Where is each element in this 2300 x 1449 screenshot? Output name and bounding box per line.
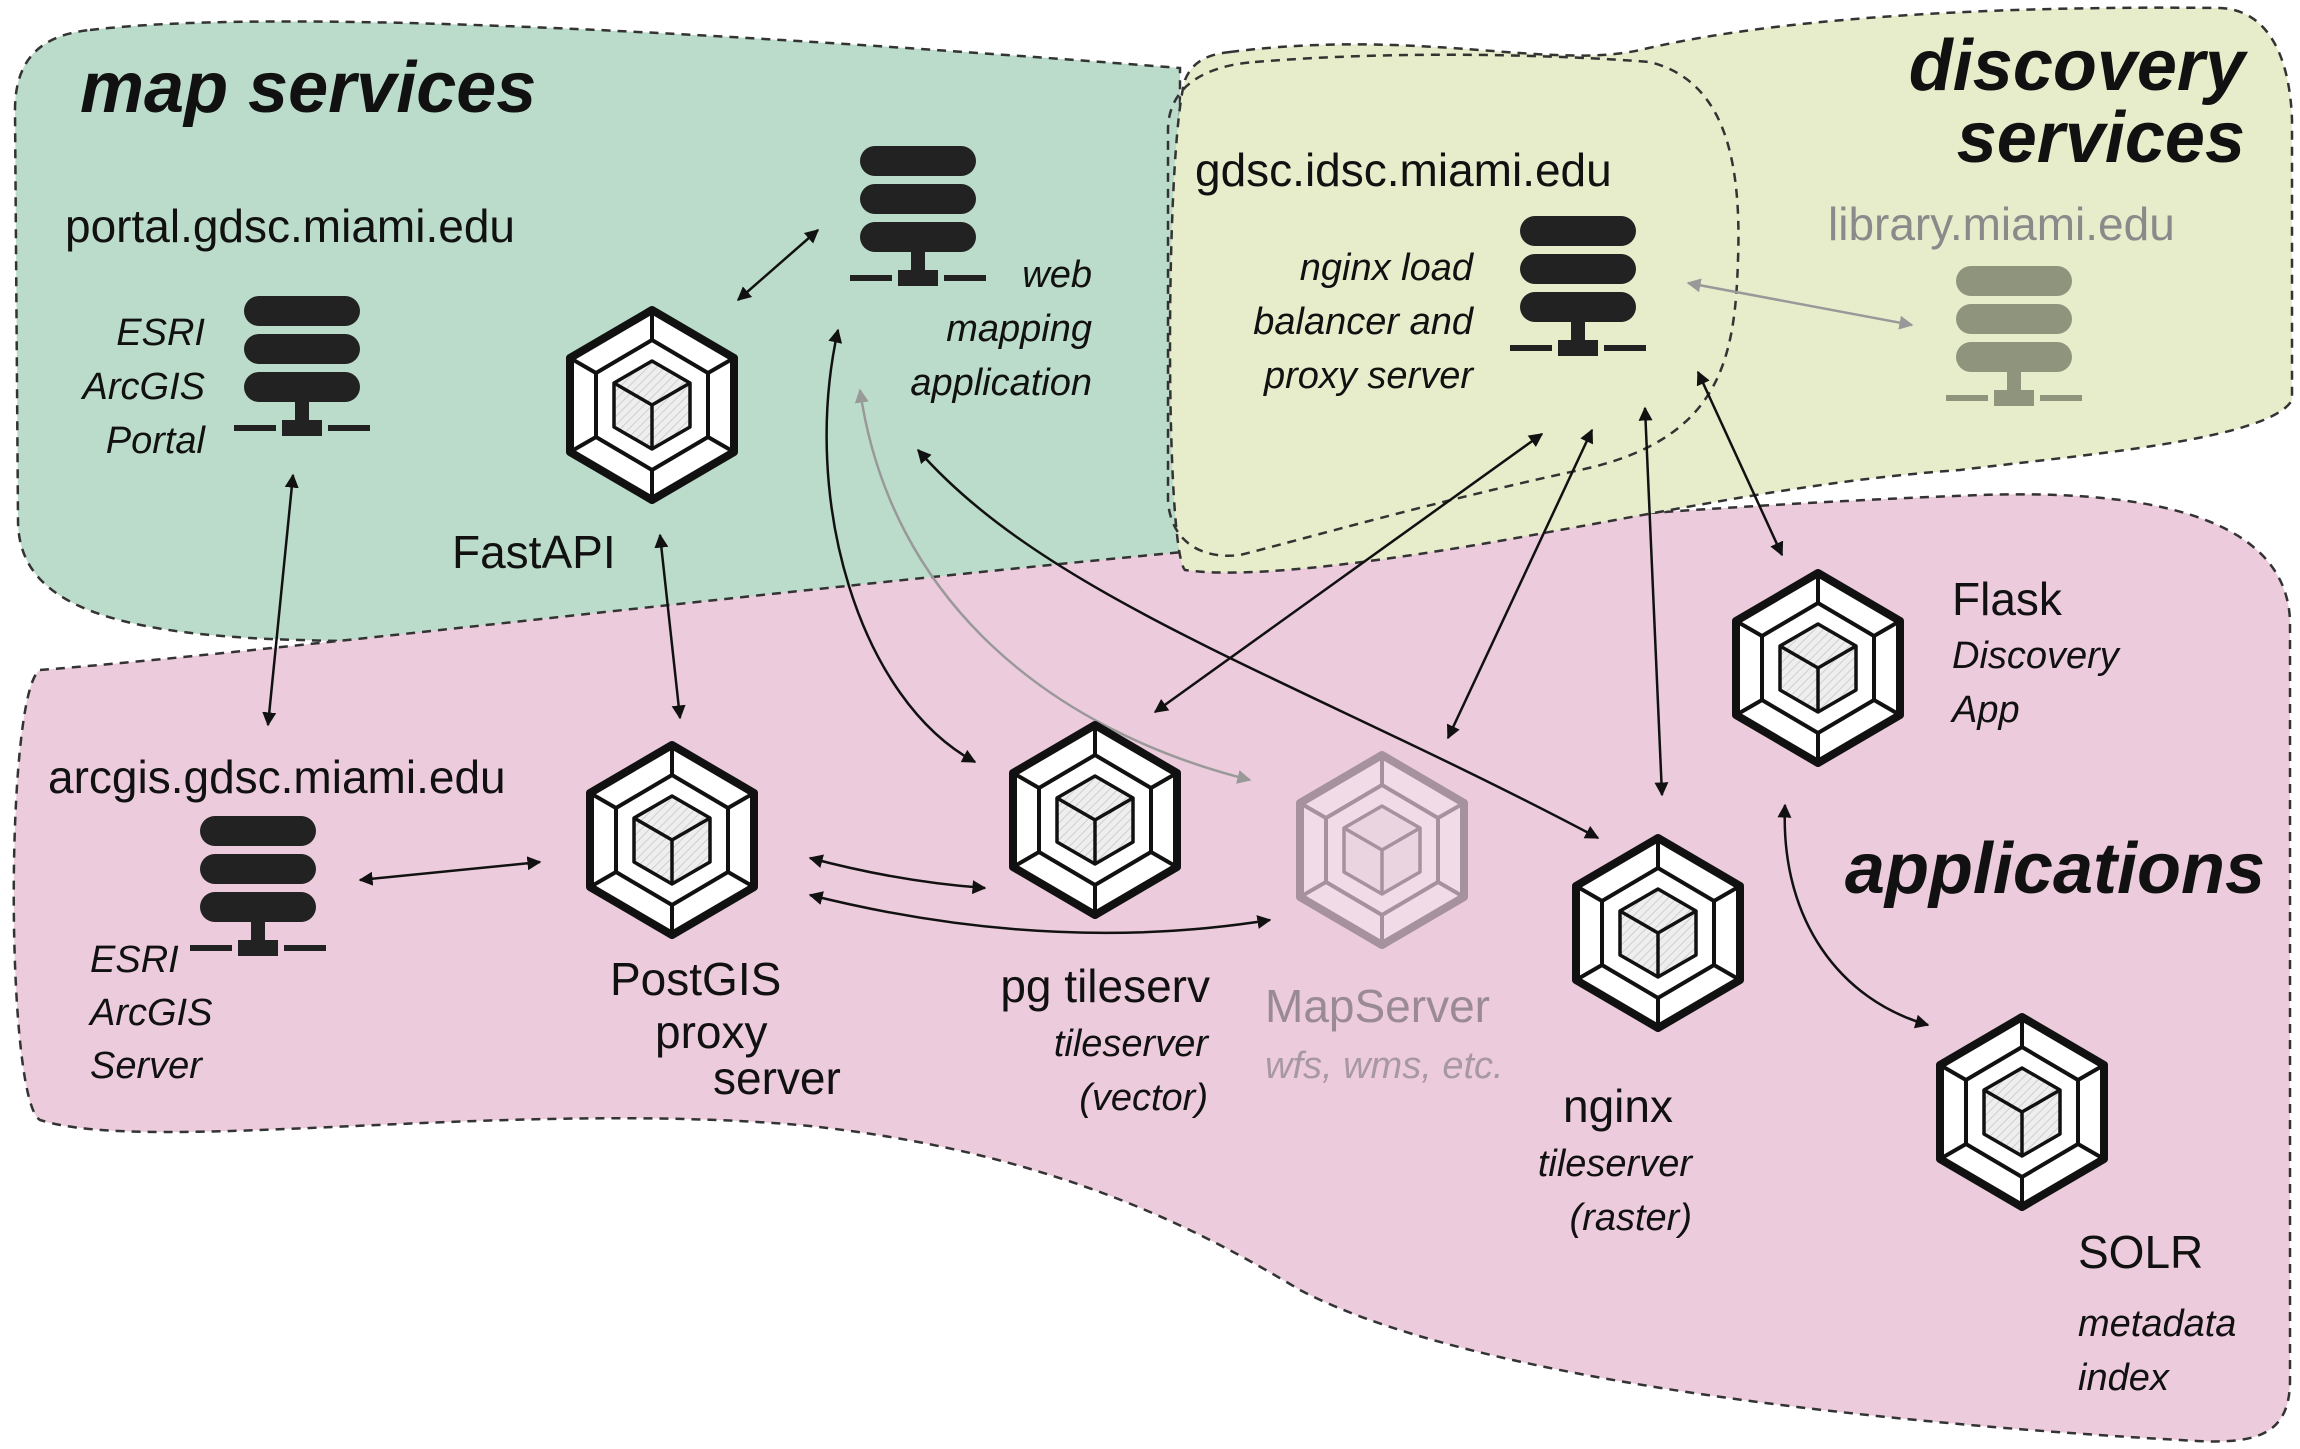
gdsc-desc-line3: proxy server [1263, 355, 1474, 397]
postgis-label-line2: proxy [655, 1006, 767, 1058]
discovery-services-title-line2: services [1957, 98, 2245, 178]
gdsc-host-label: gdsc.idsc.miami.edu [1195, 144, 1612, 196]
flask-hexagon-cube-icon [1732, 569, 1904, 767]
edge-arcgis-postgis [358, 856, 542, 886]
mapserver-hexagon-cube-icon [1296, 751, 1468, 949]
portal-desc-line3: Portal [106, 420, 207, 462]
postgis-hexagon-cube-icon [586, 741, 758, 939]
gdsc-desc-line2: balancer and [1253, 301, 1475, 343]
muted-connectors [854, 278, 1914, 784]
postgis-label-line3: server [713, 1052, 841, 1104]
pgtileserv-label: pg tileserv [1000, 960, 1210, 1012]
edge-postgis-pgtileserv [808, 854, 987, 895]
portal-desc-line2: ArcGIS [81, 366, 205, 408]
pgtileserv-desc-line2: (vector) [1079, 1077, 1208, 1119]
discovery-services-title-line1: discovery [1909, 26, 2249, 106]
pgtileserv-desc-line1: tileserver [1054, 1023, 1209, 1065]
webmap-desc-line1: web [1022, 254, 1092, 296]
portal-host-label: portal.gdsc.miami.edu [65, 200, 515, 252]
map-services-title: map services [80, 48, 536, 128]
flask-desc-line2: App [1950, 689, 2020, 731]
flask-desc-line1: Discovery [1952, 635, 2121, 677]
arcgis-desc-line2: ArcGIS [88, 992, 212, 1034]
edge-gdsc-mapserver [1446, 428, 1594, 740]
library-host-label: library.miami.edu [1828, 198, 2175, 250]
mapserver-desc: wfs, wms, etc. [1265, 1045, 1504, 1087]
webmap-desc-line2: mapping [946, 308, 1092, 350]
gdsc-subregion-boundary [1166, 53, 1740, 557]
applications-title: applications [1845, 829, 2265, 909]
solr-hexagon-cube-icon [1936, 1013, 2108, 1211]
nginx-desc-line1: tileserver [1538, 1143, 1693, 1185]
solr-desc-line2: index [2078, 1357, 2171, 1399]
edge-gdsc-flask [1696, 370, 1784, 557]
edge-flask-solr [1777, 803, 1930, 1029]
mapserver-label: MapServer [1265, 980, 1490, 1032]
postgis-label-line1: PostGIS [610, 953, 781, 1005]
edge-gdsc-library [1686, 278, 1914, 330]
nginx-hexagon-cube-icon [1572, 834, 1744, 1032]
pgtileserv-hexagon-cube-icon [1009, 721, 1181, 919]
edge-gdsc-nginx [1638, 406, 1669, 797]
solr-label: SOLR [2078, 1226, 2203, 1278]
edge-fastapi-webmap [736, 229, 820, 301]
nginx-label: nginx [1563, 1080, 1673, 1132]
nginx-desc-line2: (raster) [1570, 1197, 1692, 1239]
edge-webmap-mapserver [854, 388, 1252, 784]
edge-postgis-mapserver [808, 891, 1272, 935]
fastapi-label: FastAPI [452, 526, 616, 578]
flask-label: Flask [1952, 573, 2063, 625]
arcgis-desc-line3: Server [90, 1045, 203, 1087]
edge-fastapi-postgis [654, 533, 686, 720]
gdsc-desc-line1: nginx load [1300, 247, 1475, 289]
webmap-desc-line3: application [910, 362, 1092, 404]
arcgis-desc-line1: ESRI [90, 939, 179, 981]
solr-desc-line1: metadata [2078, 1303, 2236, 1345]
fastapi-hexagon-cube-icon [566, 306, 738, 504]
portal-desc-line1: ESRI [116, 312, 205, 354]
arcgis-host-label: arcgis.gdsc.miami.edu [48, 751, 506, 803]
edge-portal-arcgis [262, 473, 299, 727]
